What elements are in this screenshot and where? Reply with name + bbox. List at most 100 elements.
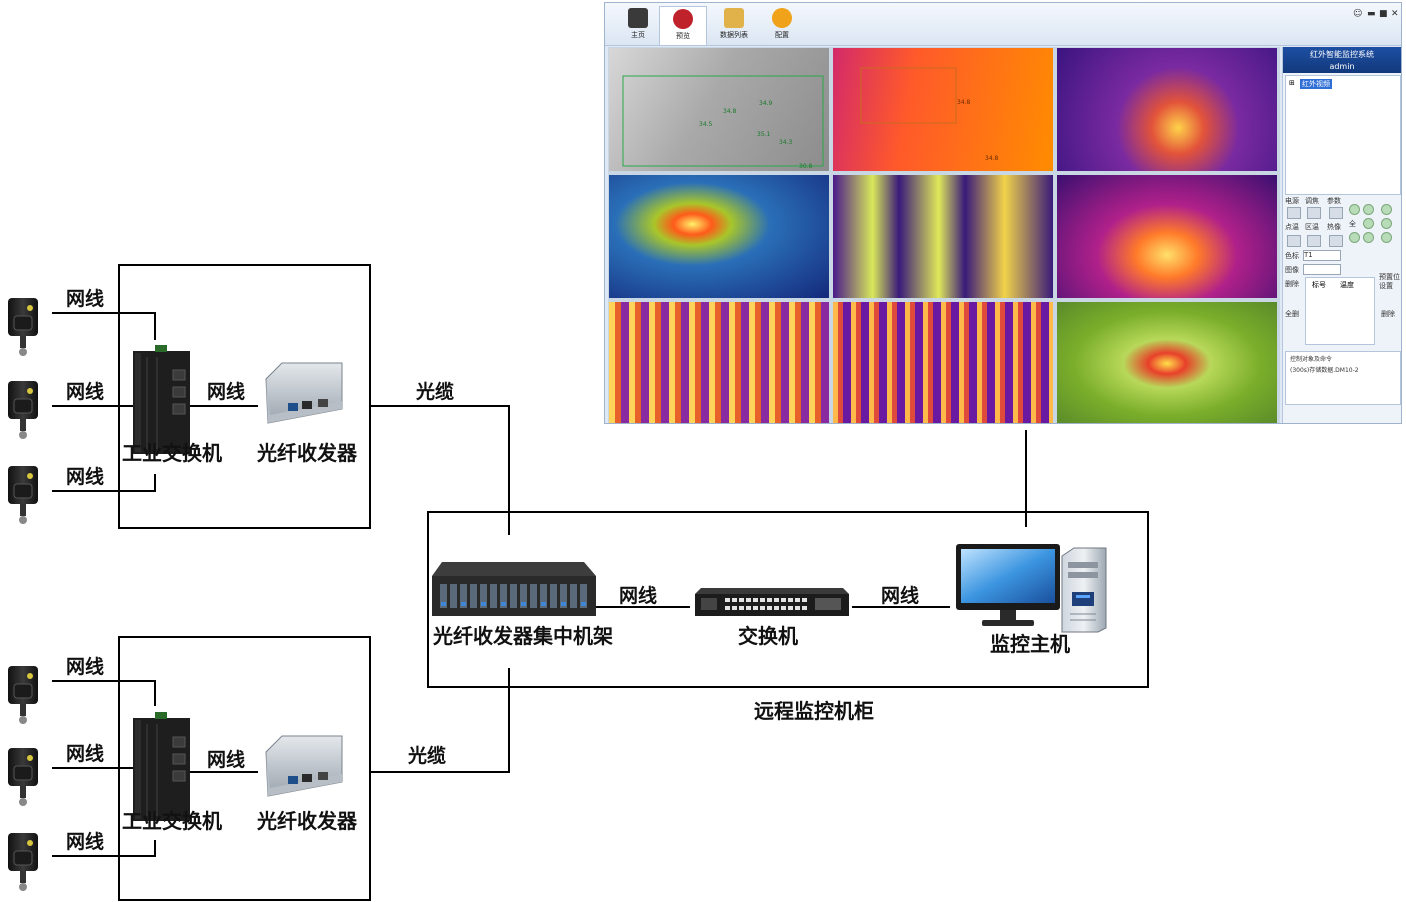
- ptz-button[interactable]: [1363, 232, 1374, 243]
- thermal-view-8[interactable]: [833, 302, 1053, 423]
- user-icon[interactable]: ☺: [1353, 9, 1363, 19]
- expand-icon[interactable]: ⊞: [1289, 79, 1295, 87]
- gear-icon: [772, 8, 792, 28]
- thermal-view-7[interactable]: [609, 302, 829, 423]
- thermal-view-4[interactable]: [609, 175, 829, 298]
- ptz-button[interactable]: [1363, 218, 1374, 229]
- thermal-view-2[interactable]: 34.8 34.8: [833, 48, 1053, 171]
- transceiver-label: 光纤收发器: [257, 441, 357, 465]
- temp-reading: 34.8: [985, 155, 999, 162]
- group-1-lines: [52, 312, 510, 535]
- delete-label[interactable]: 删除: [1285, 280, 1299, 288]
- measure-table: 标号 温度: [1305, 277, 1375, 345]
- camera-icon: [8, 748, 38, 806]
- ptz-button[interactable]: [1349, 204, 1360, 215]
- tab-preview-label: 预览: [676, 32, 690, 40]
- wire-label: 网线: [66, 656, 105, 678]
- camera-icon: [8, 298, 38, 356]
- temp-reading: 34.3: [779, 139, 793, 146]
- temp-reading: 35.1: [757, 131, 771, 138]
- monitor-icon: [956, 544, 1060, 626]
- log-title: 控制对象及命令: [1290, 356, 1333, 363]
- home-icon: [628, 8, 648, 28]
- app-toolbar: 主页 预览 数据列表 配置 ☺ ▬ ■ ✕: [605, 3, 1401, 46]
- fiber-label: 光缆: [416, 381, 455, 403]
- camera-icon: [8, 833, 38, 891]
- col-header-id: 标号: [1312, 281, 1326, 289]
- temp-reading: 34.5: [699, 121, 713, 128]
- wire-label: 网线: [207, 749, 246, 771]
- wire-label: 网线: [881, 585, 920, 607]
- tab-home[interactable]: 主页: [615, 6, 661, 44]
- system-title-bar: 红外智能监控系统 admin: [1283, 47, 1401, 73]
- palette-label: 色标: [1285, 252, 1299, 260]
- book-icon: [724, 8, 744, 28]
- pc-tower-icon: [1061, 547, 1107, 633]
- temp-reading: 30.8: [799, 163, 813, 170]
- wire-label: 网线: [66, 831, 105, 853]
- wire-label: 网线: [66, 381, 105, 403]
- preset-label[interactable]: 预置位设置: [1379, 273, 1400, 290]
- thermal-view-3[interactable]: [1057, 48, 1277, 171]
- image-select[interactable]: [1303, 264, 1341, 275]
- thermal-video-grid: 34.8 34.5 34.9 35.1 34.3 30.8 34.8 34.8: [608, 47, 1280, 423]
- thermal-view-5[interactable]: [833, 175, 1053, 298]
- control-sidebar: 红外智能监控系统 admin ⊞ 红外视频 电源 调焦 参数 点温 区温 热像 …: [1282, 47, 1401, 423]
- palette-select[interactable]: T1: [1303, 250, 1341, 261]
- thermal-image-label[interactable]: 热像: [1327, 223, 1341, 231]
- stop-icon[interactable]: [1307, 235, 1321, 247]
- capture-icon[interactable]: [1329, 235, 1343, 247]
- focus-icon[interactable]: [1307, 207, 1321, 219]
- params-icon[interactable]: [1329, 207, 1343, 219]
- full-label[interactable]: 全: [1349, 220, 1356, 228]
- transceiver-label: 光纤收发器: [257, 809, 357, 833]
- ptz-right-button[interactable]: [1381, 218, 1392, 229]
- thermal-view-9[interactable]: [1057, 302, 1277, 423]
- cabinet-label: 远程监控机柜: [754, 699, 874, 723]
- log-line: (300s)存储数据.DM10-2: [1290, 367, 1359, 374]
- tab-data-list-label: 数据列表: [720, 31, 748, 39]
- delete-preset-label[interactable]: 删除: [1381, 310, 1395, 318]
- wire-label: 网线: [66, 288, 105, 310]
- ptz-up-button[interactable]: [1381, 204, 1392, 215]
- industrial-switch-icon: [133, 345, 190, 454]
- focus-label[interactable]: 调焦: [1305, 197, 1319, 205]
- tab-data-list[interactable]: 数据列表: [711, 6, 757, 44]
- area-temp-label[interactable]: 区温: [1305, 223, 1319, 231]
- tab-config[interactable]: 配置: [759, 6, 805, 44]
- power-label[interactable]: 电源: [1285, 197, 1299, 205]
- spot-temp-label[interactable]: 点温: [1285, 223, 1299, 231]
- ptz-down-button[interactable]: [1381, 232, 1392, 243]
- command-log: 控制对象及命令 (300s)存储数据.DM10-2: [1285, 351, 1401, 405]
- power-icon[interactable]: [1287, 207, 1301, 219]
- col-header-temp: 温度: [1340, 281, 1354, 289]
- field-box-1: [118, 264, 371, 529]
- maximize-icon[interactable]: ■: [1379, 9, 1388, 19]
- image-label: 图像: [1285, 266, 1299, 274]
- ptz-button[interactable]: [1349, 232, 1360, 243]
- cabinet-box: [427, 511, 1149, 688]
- minimize-icon[interactable]: ▬: [1367, 9, 1376, 19]
- industrial-switch-label: 工业交换机: [122, 809, 222, 833]
- fiber-rack-icon: [432, 562, 596, 616]
- tab-preview[interactable]: 预览: [659, 6, 707, 45]
- switch-label: 交换机: [738, 624, 798, 648]
- close-icon[interactable]: ✕: [1391, 9, 1399, 19]
- network-switch-icon: [695, 588, 849, 616]
- wire-label: 网线: [619, 585, 658, 607]
- tree-node-infrared-video[interactable]: 红外视频: [1300, 79, 1332, 89]
- temp-reading: 34.8: [957, 99, 971, 106]
- add-icon[interactable]: [1287, 235, 1301, 247]
- thermal-view-6[interactable]: [1057, 175, 1277, 298]
- delete-all-label[interactable]: 全删: [1285, 310, 1299, 318]
- camera-icon: [8, 466, 38, 524]
- ptz-button[interactable]: [1363, 204, 1374, 215]
- temp-reading: 34.8: [723, 108, 737, 115]
- host-label: 监控主机: [990, 632, 1070, 656]
- measure-overlay: 34.8 34.5 34.9 35.1 34.3 30.8: [622, 75, 824, 170]
- wire-label: 网线: [66, 743, 105, 765]
- thermal-view-1[interactable]: 34.8 34.5 34.9 35.1 34.3 30.8: [609, 48, 829, 171]
- fiber-transceiver-icon: [265, 362, 343, 424]
- params-label[interactable]: 参数: [1327, 197, 1341, 205]
- temp-reading: 34.9: [759, 100, 773, 107]
